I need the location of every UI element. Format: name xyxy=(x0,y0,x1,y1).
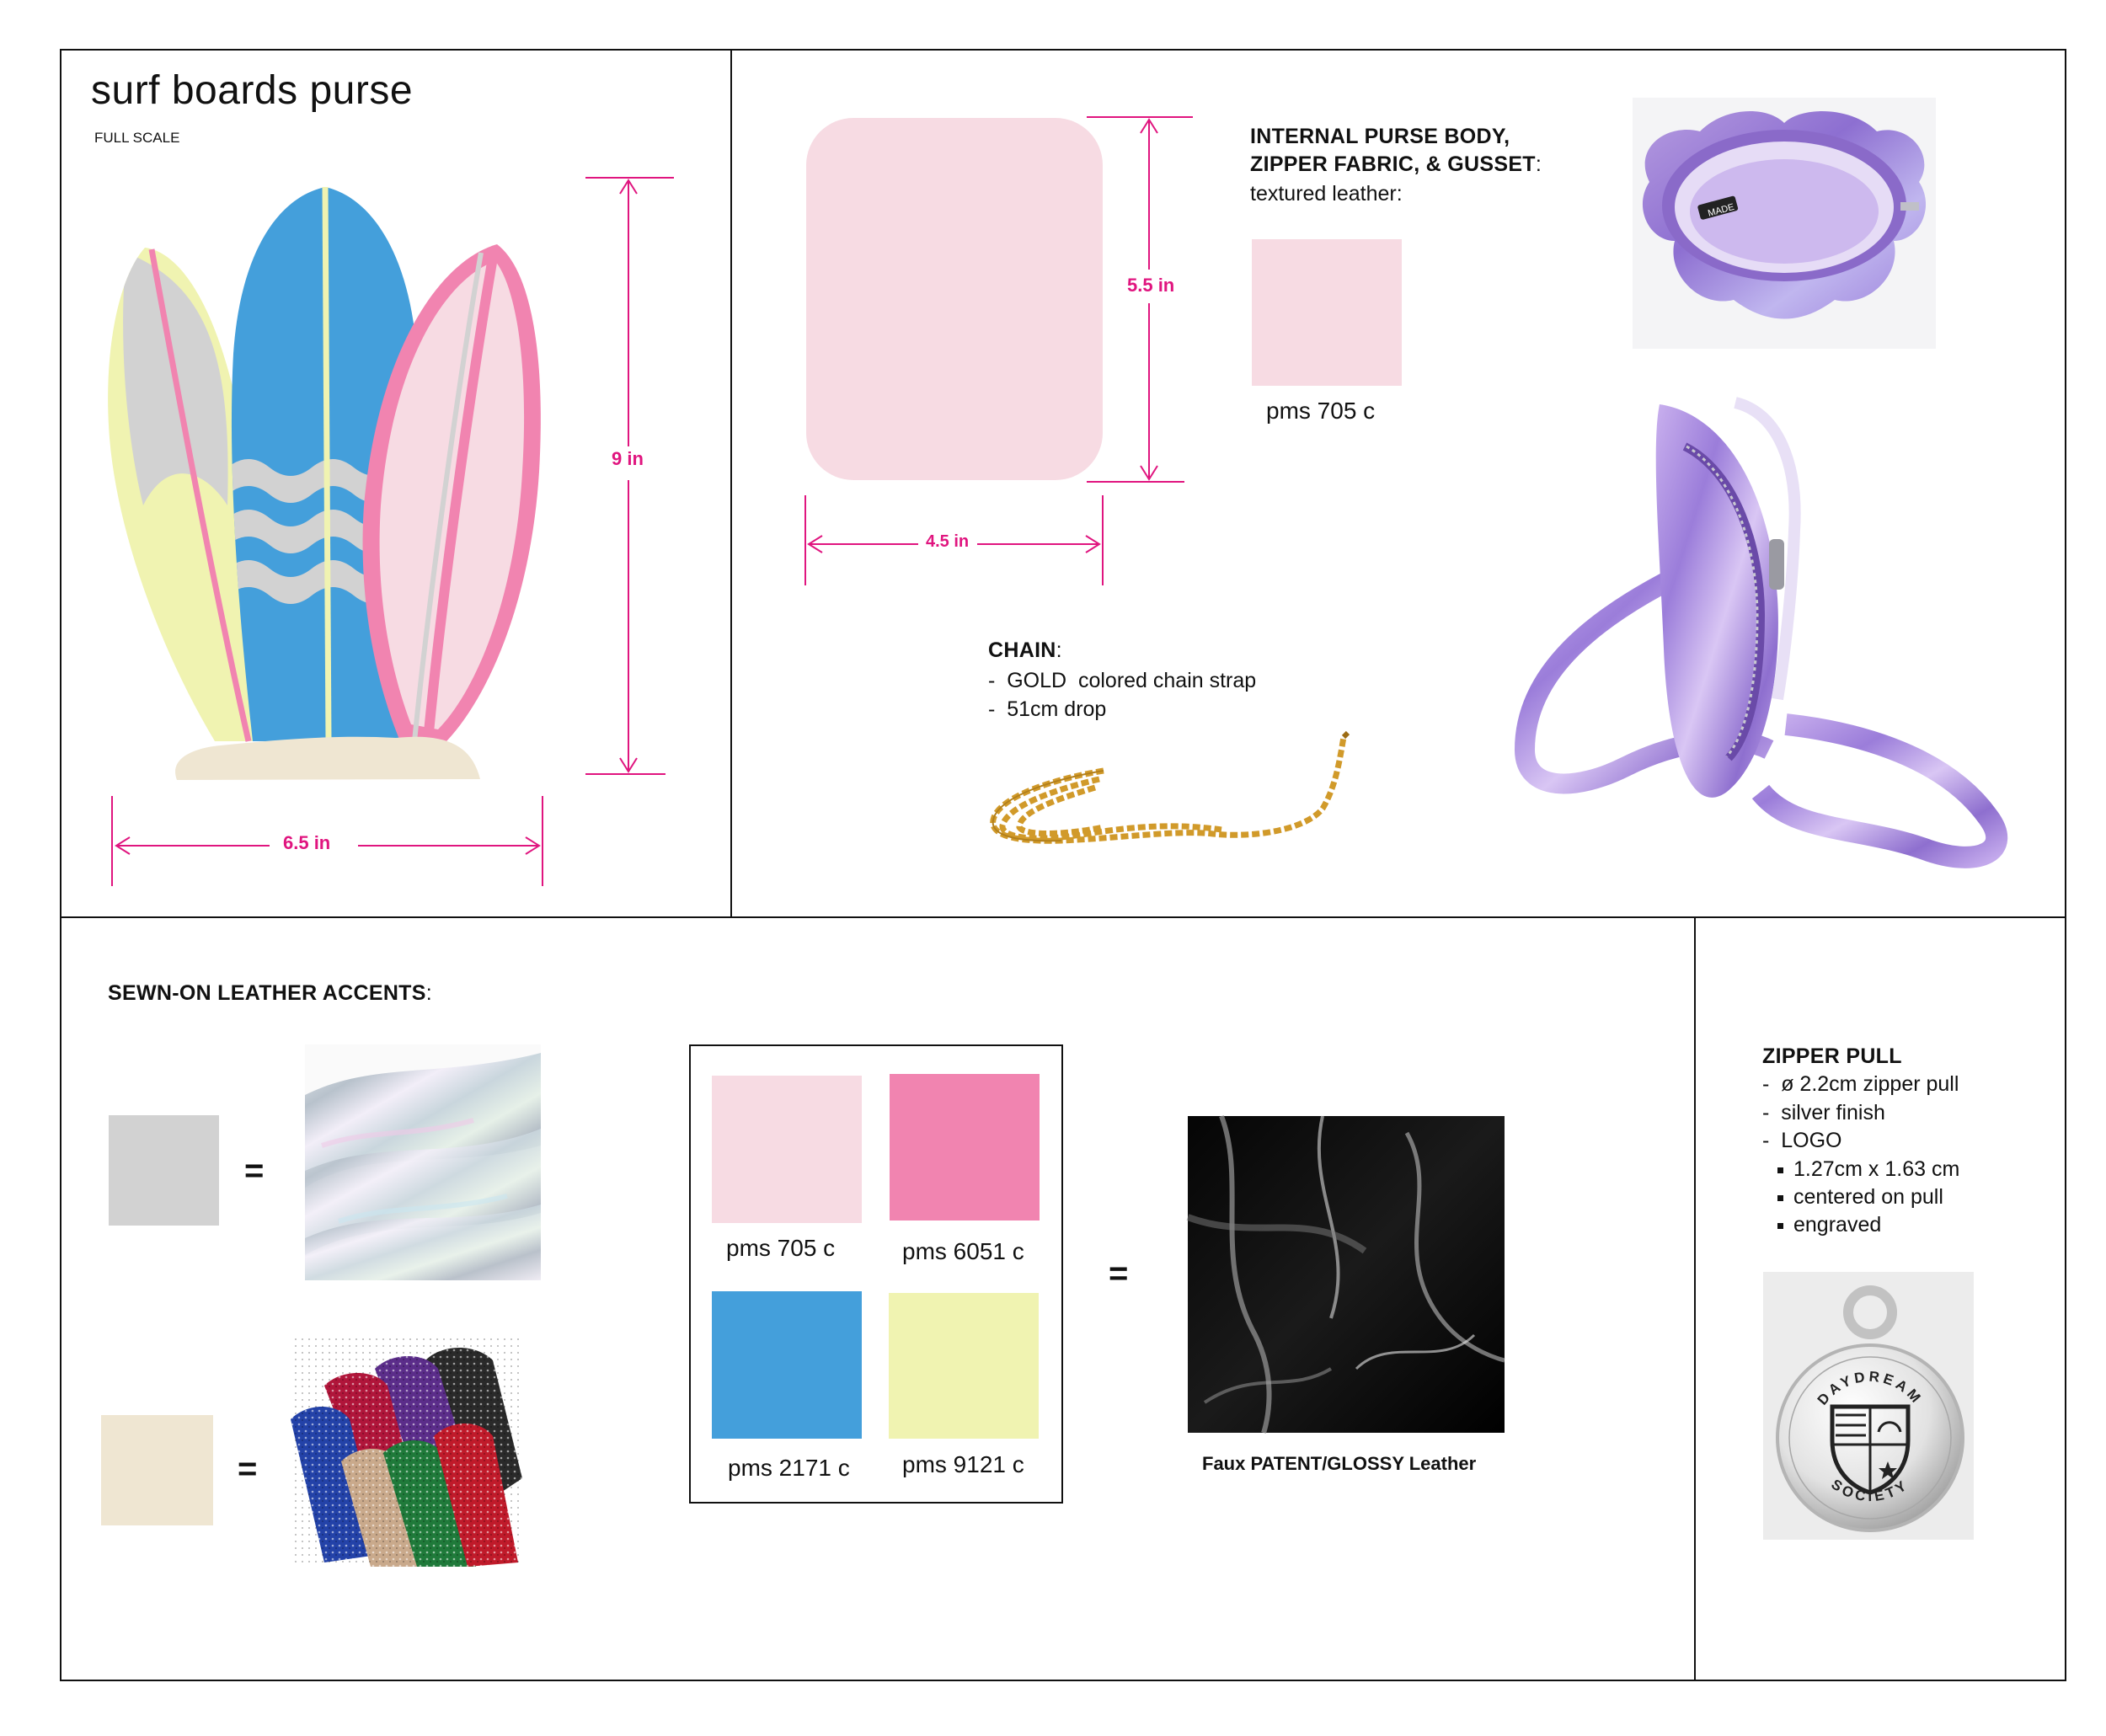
page-title: surf boards purse xyxy=(91,68,414,113)
internal-swatch xyxy=(1252,239,1402,386)
swatch-9121-label: pms 9121 c xyxy=(902,1451,1024,1477)
swatch-9121 xyxy=(889,1293,1039,1439)
zipper-subitem-1-text: 1.27cm x 1.63 cm xyxy=(1793,1157,1960,1181)
chain-heading: CHAIN: xyxy=(988,638,1062,663)
frame-top xyxy=(60,49,2066,51)
purse-body-shape xyxy=(806,118,1103,480)
zipper-pull-photo: DAYDREAM SOCIETY xyxy=(1763,1272,1974,1540)
accents-heading: SEWN-ON LEATHER ACCENTS: xyxy=(108,981,432,1006)
zipper-item-3: - LOGO xyxy=(1762,1129,1842,1152)
patent-caption: Faux PATENT/GLOSSY Leather xyxy=(1202,1453,1477,1474)
board-width-label: 6.5 in xyxy=(278,832,336,854)
internal-heading-line2: ZIPPER FABRIC, & GUSSET xyxy=(1250,152,1536,176)
sand-equals: = xyxy=(238,1450,258,1488)
divider-horizontal xyxy=(60,916,2066,918)
frame-left xyxy=(60,49,61,1681)
zipper-subitem-1: 1.27cm x 1.63 cm xyxy=(1777,1155,1959,1183)
bullet-icon xyxy=(1777,1222,1783,1229)
glitter-fabric-photo xyxy=(291,1335,522,1567)
purse-top-photo: MADE xyxy=(1633,98,1936,349)
swatch-box xyxy=(689,1044,1063,1504)
holographic-silver-photo xyxy=(305,1044,541,1280)
frame-bottom xyxy=(60,1680,2066,1681)
divider-bottom-vertical xyxy=(1694,916,1696,1680)
page-subtitle: FULL SCALE xyxy=(94,130,180,146)
accents-heading-colon: : xyxy=(425,981,432,1005)
frame-right xyxy=(2065,49,2066,1681)
chain-heading-colon: : xyxy=(1056,638,1062,662)
internal-heading-colon: : xyxy=(1535,152,1542,176)
swatch-6051-label: pms 6051 c xyxy=(902,1238,1024,1264)
zipper-item-1: - ø 2.2cm zipper pull xyxy=(1762,1072,1959,1096)
body-width-label: 4.5 in xyxy=(921,532,975,552)
chain-item-2: - 51cm drop xyxy=(988,697,1107,721)
patent-leather-photo xyxy=(1186,1114,1505,1434)
board-height-label: 9 in xyxy=(607,448,649,470)
bullet-icon xyxy=(1777,1167,1783,1173)
swatch-2171-label: pms 2171 c xyxy=(728,1455,850,1481)
gold-chain-photo xyxy=(990,730,1350,844)
swatch-2171 xyxy=(712,1291,862,1439)
divider-top-vertical xyxy=(730,49,732,917)
sand-swatch xyxy=(101,1415,213,1525)
silver-swatch xyxy=(109,1115,219,1226)
swatch-705 xyxy=(712,1076,862,1223)
internal-heading: INTERNAL PURSE BODY, ZIPPER FABRIC, & GU… xyxy=(1250,123,1542,179)
accents-heading-text: SEWN-ON LEATHER ACCENTS xyxy=(108,981,426,1005)
zipper-subitem-3: engraved xyxy=(1777,1210,1881,1239)
zipper-subitem-3-text: engraved xyxy=(1793,1213,1882,1237)
swatch-box-equals: = xyxy=(1109,1255,1129,1292)
internal-heading-line1: INTERNAL PURSE BODY, xyxy=(1250,125,1510,148)
zipper-heading: ZIPPER PULL xyxy=(1762,1044,1902,1068)
zipper-item-2: - silver finish xyxy=(1762,1101,1885,1124)
bullet-icon xyxy=(1777,1194,1783,1201)
zipper-subitem-2: centered on pull xyxy=(1777,1183,1943,1211)
chain-heading-text: CHAIN xyxy=(988,638,1056,662)
silver-equals: = xyxy=(244,1152,265,1189)
swatch-705-label: pms 705 c xyxy=(726,1235,836,1261)
sand-mound xyxy=(175,736,480,780)
swatch-6051 xyxy=(890,1074,1040,1221)
purse-body-dimensions xyxy=(804,116,1193,585)
body-height-label: 5.5 in xyxy=(1122,275,1180,296)
chain-item-1: - GOLD colored chain strap xyxy=(988,669,1257,692)
internal-swatch-label: pms 705 c xyxy=(1266,398,1376,424)
internal-material: textured leather: xyxy=(1250,182,1403,206)
surfboards-illustration xyxy=(108,177,674,886)
zipper-subitem-2-text: centered on pull xyxy=(1793,1185,1943,1209)
purse-side-photo xyxy=(1514,397,2008,868)
